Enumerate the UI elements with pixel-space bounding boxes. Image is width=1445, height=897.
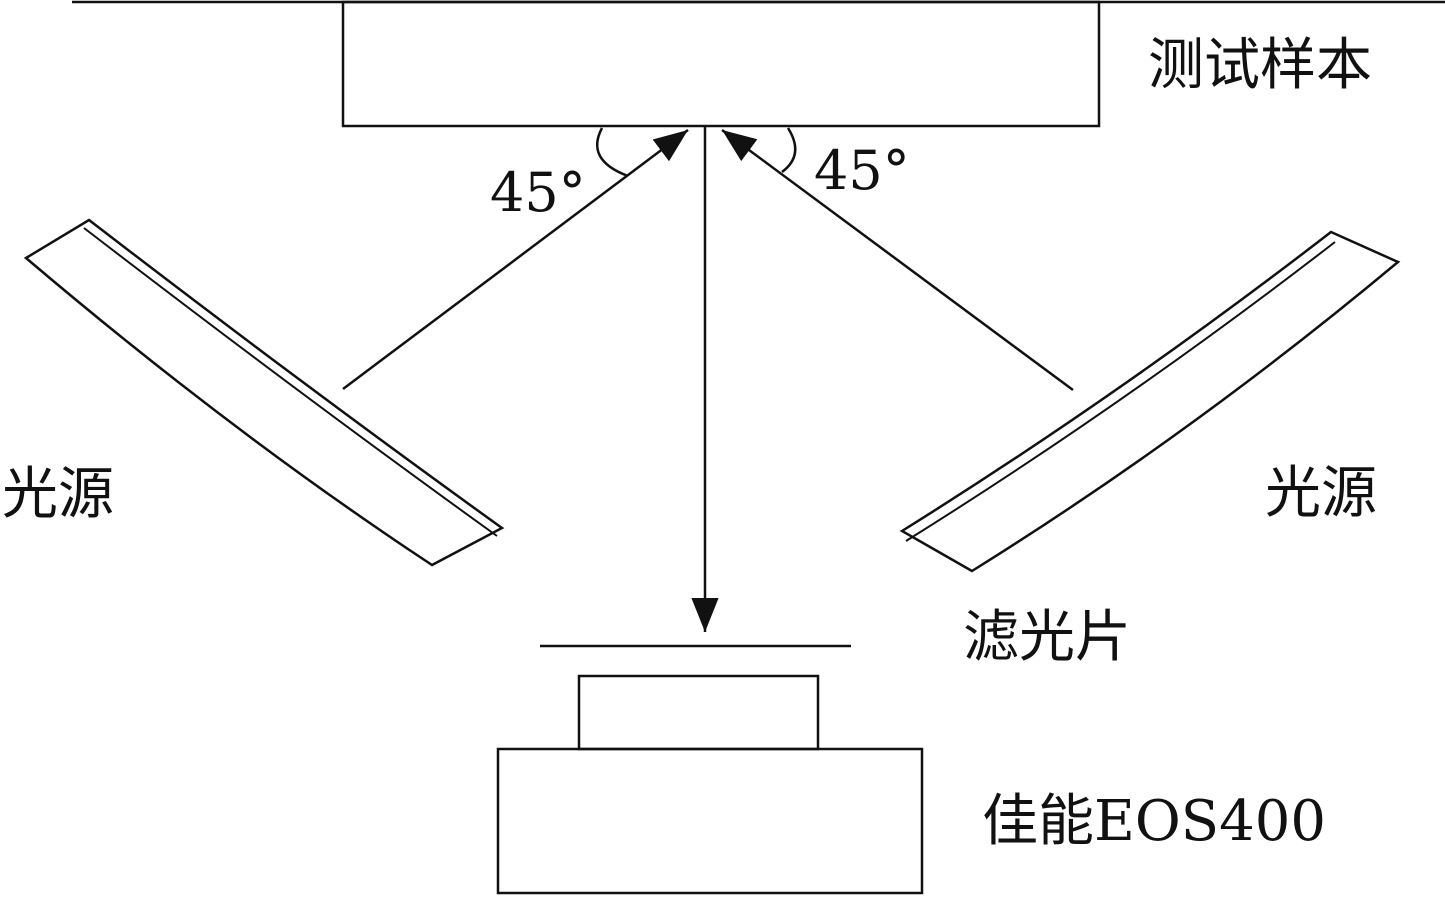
light-source-label-right: 光源 <box>1265 461 1377 526</box>
camera-label: 佳能EOS400 <box>982 789 1326 854</box>
angle-arc-right <box>781 127 797 174</box>
angle-arc-left <box>596 127 629 178</box>
angle-label-right: 45° <box>814 139 910 202</box>
right-light-source <box>899 230 1401 573</box>
incident-ray-left <box>342 129 689 390</box>
camera-lens <box>577 674 820 751</box>
left-light-source <box>23 218 505 567</box>
sample-label: 测试样本 <box>1148 33 1372 98</box>
angle-label-left: 45° <box>490 161 586 224</box>
filter-label: 滤光片 <box>963 605 1131 670</box>
sample-box <box>341 0 1101 128</box>
camera-body <box>496 747 924 895</box>
light-source-label-left: 光源 <box>2 462 114 527</box>
incident-ray-right <box>721 128 1074 392</box>
